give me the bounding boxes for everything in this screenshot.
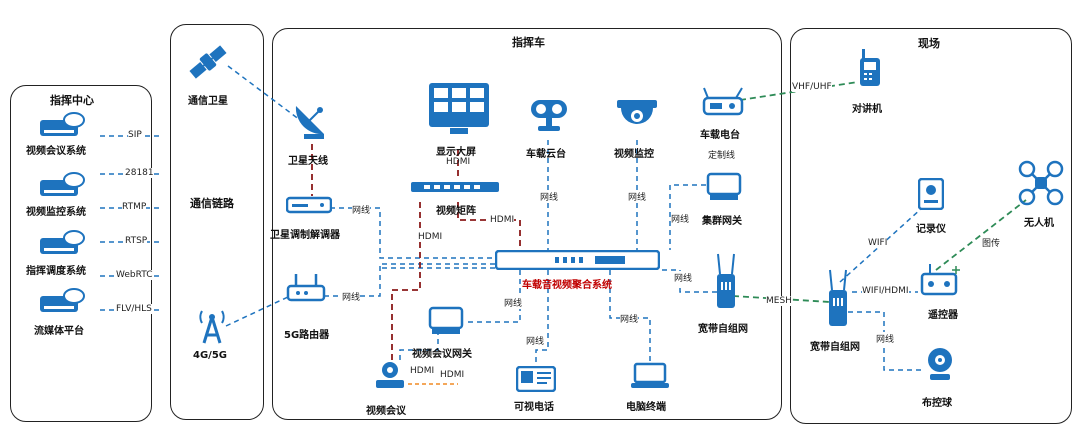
cluster-gw-label: 集群网关: [702, 216, 742, 227]
left-system-3: 指挥调度系统: [26, 266, 86, 277]
net-edge-label: 网线: [342, 290, 361, 303]
server-cloud-icon: [38, 228, 86, 258]
sat-modem-label: 卫星调制解调器: [270, 230, 340, 241]
hdmi-edge-label: HDMI: [440, 370, 465, 380]
video-phone-label: 可视电话: [514, 402, 554, 413]
matrix-label: 视频矩阵: [436, 206, 476, 217]
sat-antenna-label: 卫星天线: [288, 156, 328, 167]
net-edge-label: 网线: [876, 332, 895, 345]
protocol-label: WebRTC: [116, 270, 153, 280]
walkie-talkie-icon: [858, 48, 882, 88]
router-5g-label: 5G路由器: [284, 330, 330, 341]
hdmi-edge-label: HDMI: [490, 215, 515, 225]
net-edge-label: 网线: [540, 190, 559, 203]
net-edge-label: 网线: [620, 312, 639, 325]
laptop-icon: [630, 362, 670, 390]
big-screen-label: 显示大屏: [436, 147, 476, 158]
dome-camera-icon: [616, 98, 658, 134]
recorder-icon: [917, 177, 945, 211]
radio-station-label: 车载电台: [700, 130, 740, 141]
hdmi-edge-label: HDMI: [418, 232, 443, 242]
gateway-icon: [706, 172, 742, 202]
screen-icon: [428, 82, 490, 136]
router-icon: [286, 272, 326, 304]
image-edge-label: 图传: [982, 236, 1001, 249]
surveillance-label: 视频监控: [614, 149, 654, 160]
protocol-label: FLV/HLS: [116, 304, 152, 314]
net-edge-label: 网线: [628, 190, 647, 203]
dome-ball-icon: [924, 346, 956, 382]
field-mesh-label: 宽带自组网: [810, 342, 860, 353]
vehicle-panel: [272, 28, 782, 420]
left-system-1: 视频会议系统: [26, 146, 86, 157]
satellite-dish-icon: [290, 98, 334, 142]
dome-label: 布控球: [922, 398, 952, 409]
protocol-label: 28181: [125, 168, 154, 178]
matrix-icon: [410, 178, 500, 192]
protocol-label: SIP: [128, 130, 142, 140]
radio-station-icon: [702, 86, 744, 118]
net-edge-label: 网线: [671, 212, 690, 225]
protocol-label: RTMP: [122, 202, 147, 212]
command-center-title: 指挥中心: [50, 94, 94, 107]
command-center-panel: [10, 85, 152, 422]
satellite-icon: [186, 40, 230, 84]
left-system-2: 视频监控系统: [26, 207, 86, 218]
broadband-mesh-label: 宽带自组网: [698, 324, 748, 335]
field-title: 现场: [918, 37, 940, 50]
recorder-label: 记录仪: [916, 224, 946, 235]
walkie-label: 对讲机: [852, 104, 882, 115]
ptz-camera-icon: [530, 98, 568, 134]
links-title: 通信链路: [190, 197, 234, 210]
net-edge-label: 网线: [504, 296, 523, 309]
wifi-edge-label: WIFI: [868, 238, 888, 248]
hdmi-edge-label: HDMI: [446, 157, 471, 167]
modem-icon: [285, 196, 333, 216]
video-phone-icon: [515, 365, 557, 393]
fusion-system-label: 车载音视频聚合系统: [522, 280, 612, 291]
conf-gateway-icon: [428, 306, 464, 336]
mesh-radio-icon: [714, 252, 738, 312]
ptz-label: 车载云台: [526, 149, 566, 160]
net-edge-label: 网线: [674, 271, 693, 284]
remote-controller-icon: [920, 262, 962, 298]
net-edge-label: 网线: [352, 203, 371, 216]
fixed-line-edge-label: 定制线: [708, 151, 736, 161]
drone-label: 无人机: [1024, 218, 1054, 229]
server-cloud-icon: [38, 286, 86, 316]
drone-icon: [1018, 160, 1064, 206]
field-mesh-radio-icon: [826, 268, 850, 330]
satellite-label: 通信卫星: [188, 96, 228, 107]
remote-label: 遥控器: [928, 310, 958, 321]
server-cloud-icon: [38, 170, 86, 200]
net-edge-label: 网线: [526, 334, 545, 347]
server-cloud-icon: [38, 110, 86, 140]
left-system-4: 流媒体平台: [34, 326, 84, 337]
video-conf-icon: [372, 360, 408, 390]
fusion-box-icon: [494, 249, 661, 271]
vehicle-title: 指挥车: [512, 36, 545, 49]
mesh-edge-label: MESH: [766, 296, 792, 306]
cell-tower-icon: [192, 305, 232, 345]
hdmi-edge-label: HDMI: [410, 366, 435, 376]
video-conf-label: 视频会议: [366, 406, 406, 417]
wifi-hdmi-edge-label: WIFI/HDMI: [862, 286, 909, 296]
protocol-label: RTSP: [125, 236, 148, 246]
cellular-label: 4G/5G: [193, 350, 227, 361]
links-panel: [170, 24, 264, 420]
conf-gateway-label: 视频会议网关: [412, 349, 472, 360]
vhf-edge-label: VHF/UHF: [792, 82, 832, 92]
pc-terminal-label: 电脑终端: [626, 402, 666, 413]
